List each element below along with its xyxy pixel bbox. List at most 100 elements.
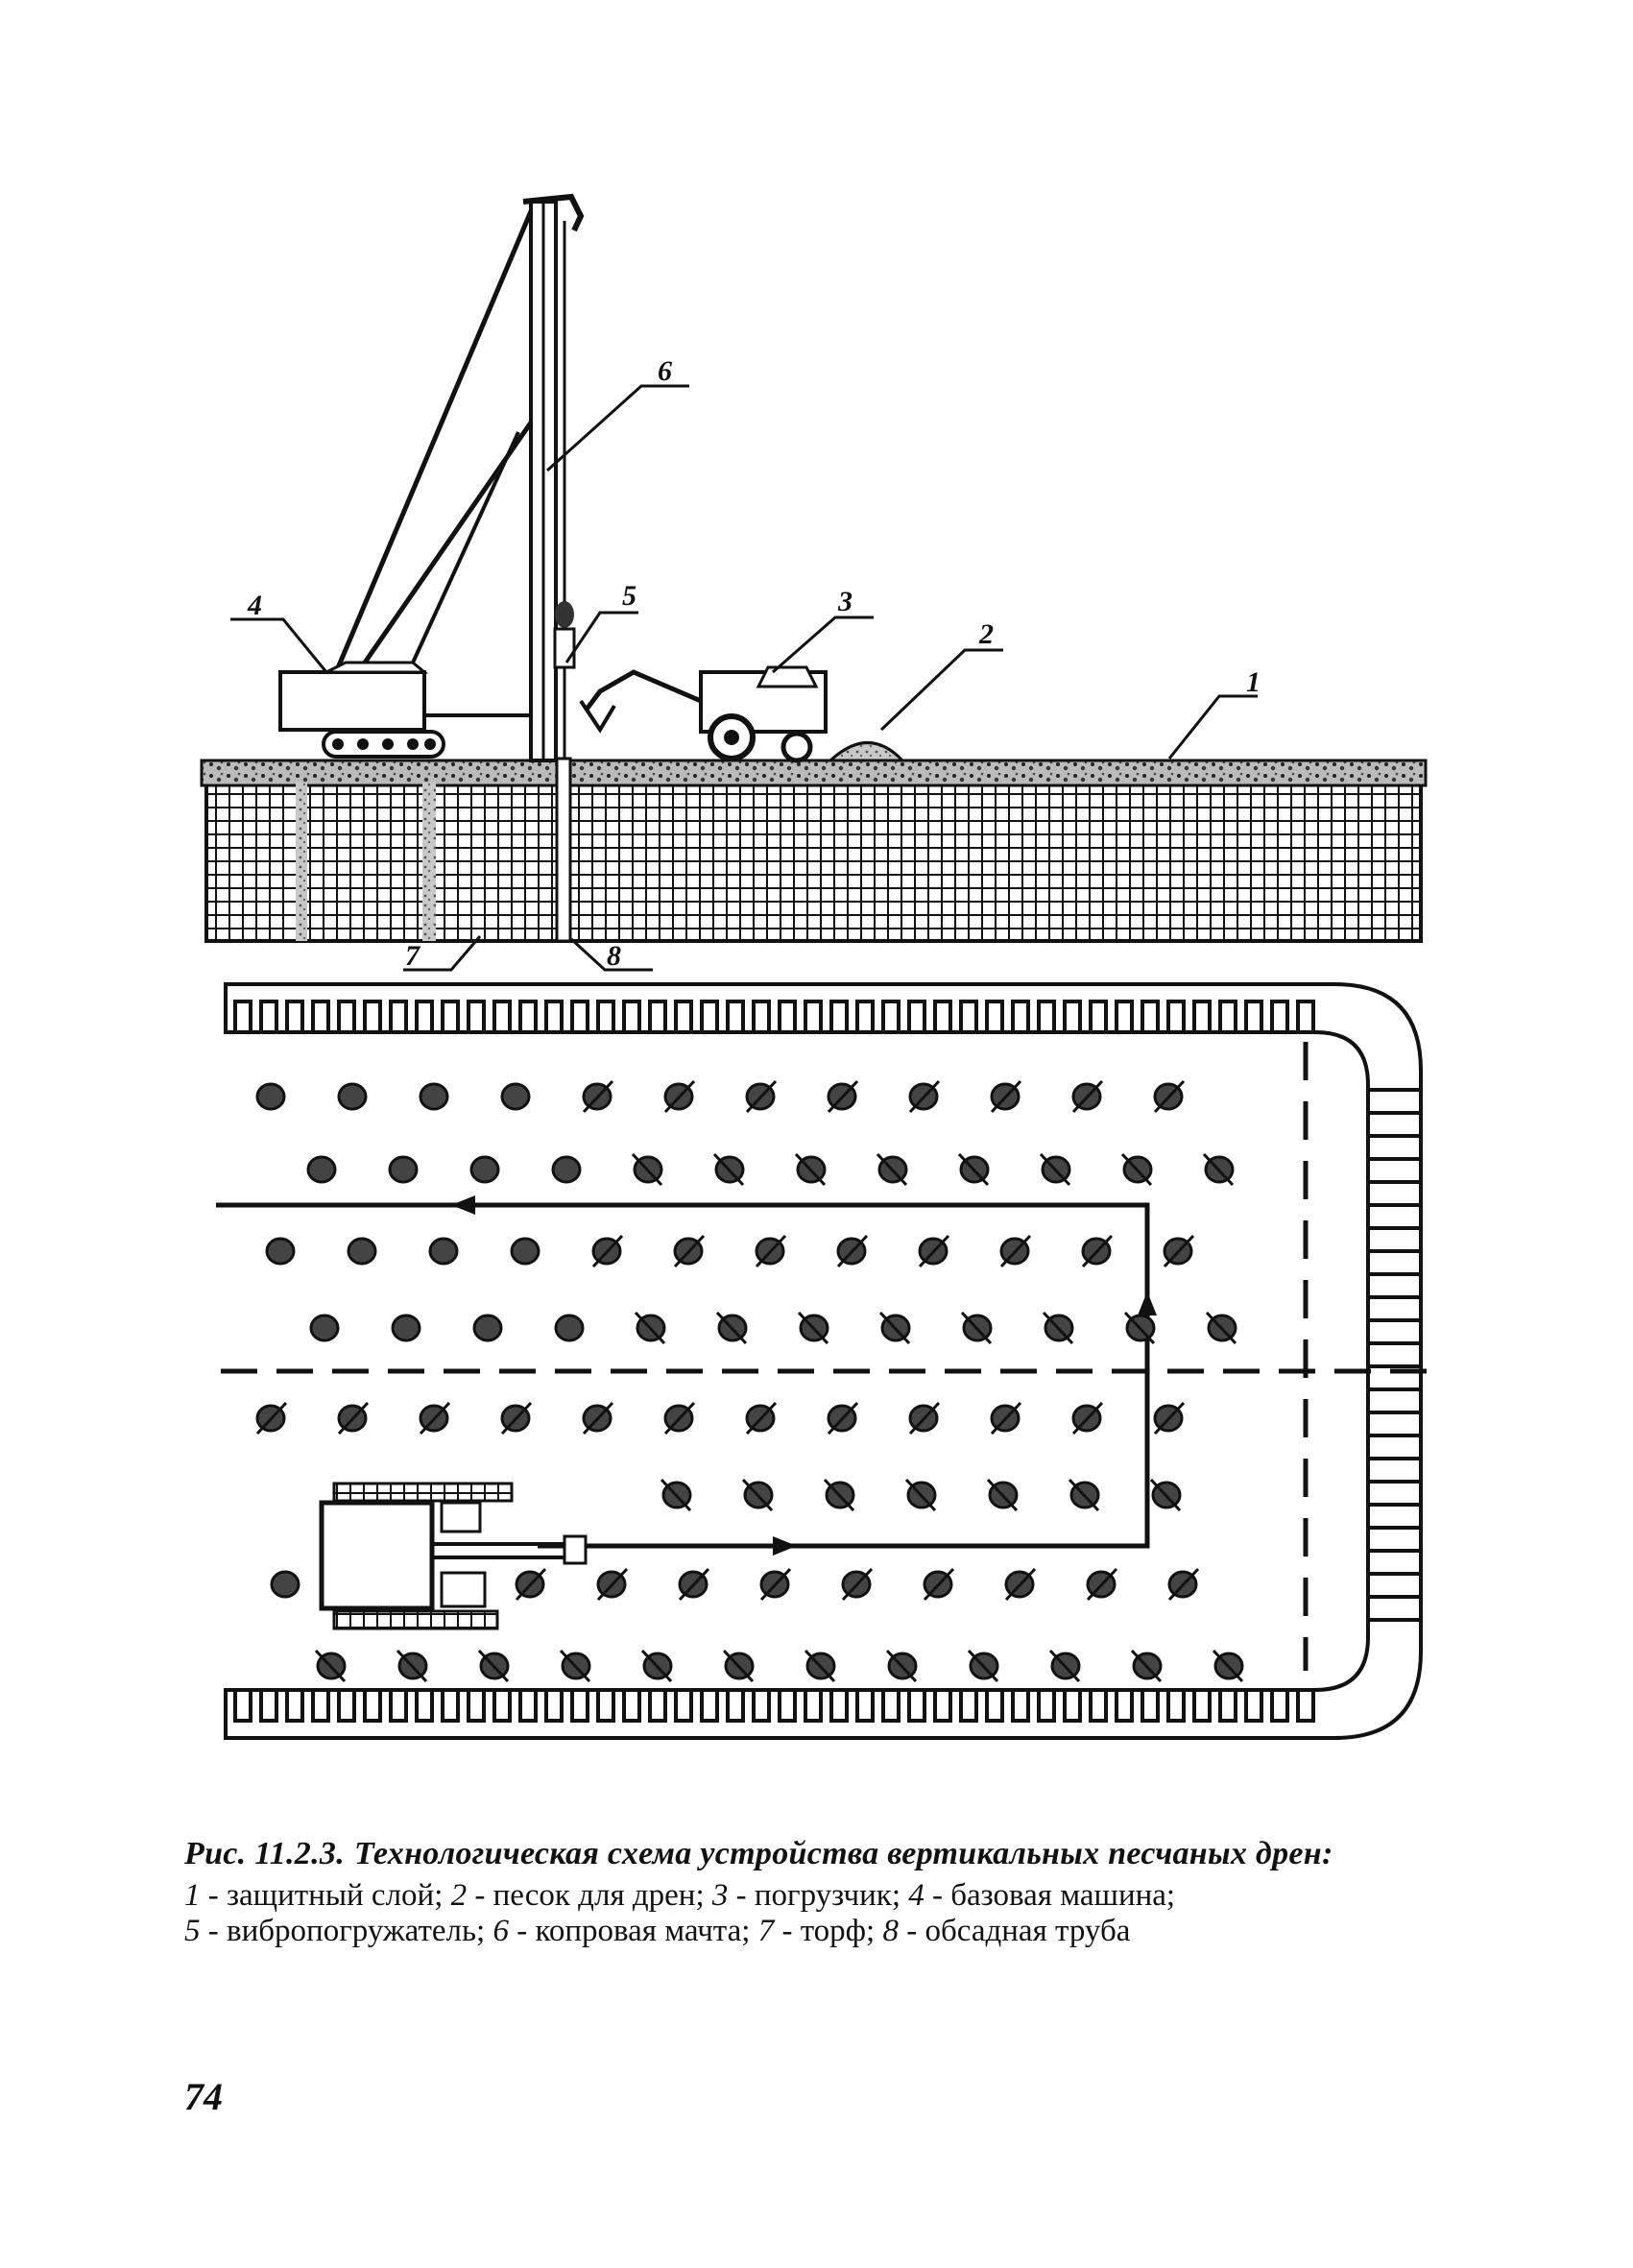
- berm-tooth: [1011, 1690, 1030, 1723]
- berm-tooth: [1063, 1690, 1082, 1723]
- callout-labels: 1 2 3 4 5 6 7 8: [247, 355, 1261, 972]
- berm-tooth: [726, 1690, 745, 1723]
- sand-drain: [1153, 1401, 1186, 1436]
- berm-tooth: [648, 1000, 667, 1032]
- drain-circle: [554, 1314, 585, 1342]
- berm-tooth: [855, 1690, 875, 1723]
- loader: [579, 665, 828, 763]
- sand-drain: [591, 1234, 624, 1268]
- legend-key: 7: [757, 1914, 775, 1948]
- berm-tooth: [389, 1690, 408, 1723]
- drain-tick: [1130, 1649, 1163, 1683]
- berm-tooth: [1192, 1000, 1212, 1032]
- drain-tick: [827, 1079, 859, 1114]
- elevation-view: 1 2 3 4 5 6 7 8: [200, 193, 1428, 972]
- route-arrow: [1138, 1291, 1157, 1315]
- berm-tooth: [933, 1000, 952, 1032]
- drain-tick: [396, 1649, 428, 1683]
- drain-tick: [1004, 1567, 1037, 1602]
- drain-tick: [841, 1567, 874, 1602]
- berm-tooth: [259, 1000, 278, 1032]
- drain-tick: [908, 1401, 941, 1436]
- drain-circle: [391, 1314, 421, 1342]
- berm-tooth: [959, 1690, 978, 1723]
- sand-drain: [741, 1478, 774, 1512]
- sand-drain: [422, 783, 436, 941]
- legend-key: 6: [492, 1914, 509, 1948]
- drain-tick: [712, 1152, 745, 1187]
- drain-circle: [255, 1082, 286, 1111]
- legend-entry: 3 - погрузчик;: [711, 1878, 901, 1913]
- drain-tick: [337, 1401, 370, 1436]
- drain-tick: [477, 1649, 510, 1683]
- berm-tooth: [1296, 1690, 1315, 1723]
- drain-circle: [337, 1082, 368, 1111]
- berm-tooth: [907, 1000, 926, 1032]
- sand-drain: [255, 1082, 286, 1111]
- drain-tick: [908, 1079, 941, 1114]
- figure-legend: 1 - защитный слой; 2 - песок для дрен; 3…: [184, 1878, 1461, 1949]
- berm-tooth: [881, 1000, 901, 1032]
- sand-drain: [990, 1401, 1022, 1436]
- sand-drain: [745, 1401, 778, 1436]
- berm-tooth: [1063, 1000, 1082, 1032]
- drain-tick: [1167, 1567, 1200, 1602]
- legend-key: 5: [184, 1914, 201, 1948]
- legend-text: базовая машина;: [950, 1878, 1176, 1913]
- sand-drain: [419, 1401, 451, 1436]
- sand-drain: [1071, 1079, 1104, 1114]
- drain-tick: [745, 1079, 778, 1114]
- caption-prefix: Рис. 11.2.3.: [184, 1836, 345, 1871]
- berm-tooth: [829, 1000, 849, 1032]
- drain-tick: [904, 1478, 937, 1512]
- legend-text: вибропогружатель;: [227, 1914, 486, 1948]
- berm-tooth: [804, 1000, 823, 1032]
- peat-layer: [204, 769, 1423, 943]
- sand-drain: [515, 1567, 547, 1602]
- drain-tick: [960, 1311, 993, 1345]
- sand-drain: [908, 1401, 941, 1436]
- berm-tooth: [1115, 1690, 1134, 1723]
- sand-drain: [551, 1155, 582, 1184]
- drain-tick: [836, 1234, 869, 1268]
- callout-1: 1: [1246, 666, 1261, 698]
- sand-drain: [1081, 1234, 1114, 1268]
- berm-tooth: [311, 1000, 330, 1032]
- drain-tick: [1068, 1478, 1100, 1512]
- drain-circle: [309, 1314, 340, 1342]
- berm-tooth: [881, 1690, 901, 1723]
- berm-tooth: [622, 1690, 641, 1723]
- drain-tick: [876, 1152, 908, 1187]
- berm-tooth: [1166, 1690, 1186, 1723]
- berm-tooth: [518, 1690, 538, 1723]
- drain-tick: [1071, 1079, 1104, 1114]
- sand-drain: [678, 1567, 710, 1602]
- drain-tick: [1153, 1079, 1186, 1114]
- sand-drain: [270, 1570, 300, 1599]
- sand-drain: [1123, 1311, 1156, 1345]
- drain-tick: [759, 1567, 792, 1602]
- berm-tooth: [985, 1000, 1004, 1032]
- sand-drain: [967, 1649, 999, 1683]
- sand-drain: [878, 1311, 911, 1345]
- berm-tooth: [1244, 1000, 1263, 1032]
- berm-tooth: [467, 1690, 486, 1723]
- drain-tick: [1071, 1401, 1104, 1436]
- sand-drain: [582, 1079, 614, 1114]
- sand-drain: [827, 1079, 859, 1114]
- legend-key: 8: [882, 1914, 899, 1948]
- berm-tooth: [907, 1690, 926, 1723]
- legend-text: погрузчик;: [754, 1878, 901, 1913]
- callout-7: 7: [405, 940, 420, 972]
- sand-drain: [337, 1082, 368, 1111]
- drain-tick: [673, 1234, 706, 1268]
- berm-tooth: [1192, 1690, 1212, 1723]
- sand-drain: [923, 1567, 955, 1602]
- page-number: 74: [184, 2075, 223, 2118]
- berm-tooth: [233, 1690, 252, 1723]
- sand-drain: [391, 1314, 421, 1342]
- drain-tick: [663, 1401, 696, 1436]
- drain-tick: [663, 1079, 696, 1114]
- berm-tooth: [933, 1690, 952, 1723]
